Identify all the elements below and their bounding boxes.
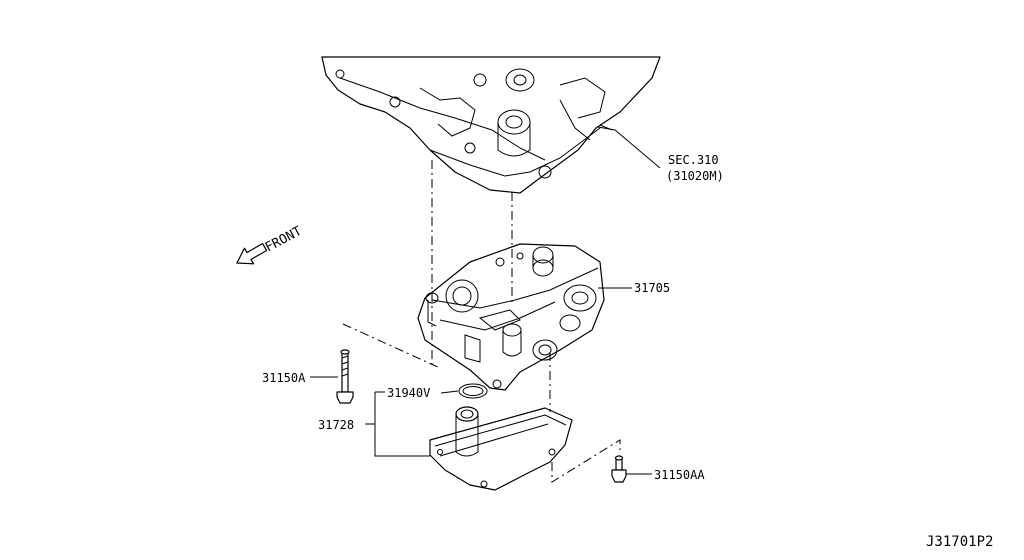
label-sec-ref: SEC.310 [668,153,719,167]
leader-lines [310,126,661,475]
control-valve-assembly [417,243,605,391]
label-bolt-aa: 31150AA [654,468,705,482]
alignment-lines [342,160,621,483]
diagram-code: J31701P2 [926,534,993,550]
label-bolt-a: 31150A [262,371,306,385]
transmission-case [321,56,661,194]
bolt-31150a [336,349,354,404]
label-o-ring: 31940V [387,386,430,400]
front-arrow-icon [236,242,268,265]
oil-strainer [429,406,573,491]
bolt-31150aa [611,455,627,483]
o-ring [458,383,488,399]
label-oil-strainer: 31728 [318,418,354,432]
front-label: FRONT [263,224,305,256]
label-control-valve: 31705 [634,281,670,295]
label-sec-ref-sub: (31020M) [666,169,724,183]
